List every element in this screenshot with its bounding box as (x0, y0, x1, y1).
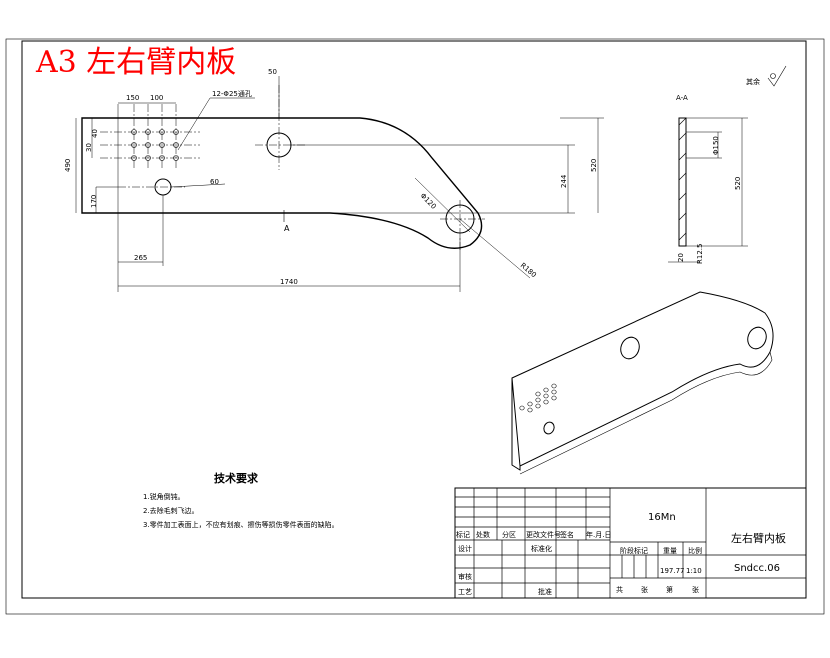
dim-490: 490 (64, 159, 72, 172)
section-profile (678, 117, 687, 247)
tech-item-1: 1.锐角倒钝。 (143, 492, 185, 501)
tb-sheets: 张 (641, 585, 648, 594)
dim-phi120: Φ120 (419, 192, 438, 211)
iso-pivot-hole (747, 326, 767, 350)
title-block: 标记 处数 分区 更改文件号 签名 年.月.日 设计 标准化 审核 工艺 批准 … (454, 487, 807, 599)
dim-60: 60 (210, 178, 219, 186)
roughness-note: 其余 (746, 77, 760, 86)
dim-170: 170 (90, 195, 98, 208)
tb-weight: 197.77 (660, 567, 685, 575)
iso-plate-bottom-edge (519, 351, 773, 475)
main-view: 150 100 12-Φ25通孔 50 490 40 30 170 60 244… (64, 68, 604, 292)
tech-requirements: 技术要求 1.锐角倒钝。 2.去除毛刺飞边。 3.零件加工表面上，不应有划痕、擦… (143, 471, 339, 529)
isometric-view (511, 291, 774, 475)
sec-height: 520 (734, 177, 742, 190)
tb-mark: 标记 (456, 530, 470, 539)
tb-page: 第 (666, 585, 673, 594)
tb-sheets-total: 共 (616, 585, 623, 594)
tb-material: 16Mn (648, 512, 676, 523)
cut-marker: A (284, 224, 290, 233)
plate-outline (81, 117, 483, 249)
roughness-symbol (767, 65, 787, 87)
tb-weight-label: 重量 (663, 547, 677, 555)
tb-zone: 分区 (502, 530, 516, 539)
dim-1740: 1740 (280, 278, 298, 286)
dim-520: 520 (590, 159, 598, 172)
dim-244: 244 (560, 174, 568, 188)
hole-grid (100, 104, 200, 170)
iso-plate-edge (511, 378, 521, 471)
outer-frame (5, 38, 825, 615)
tb-approve: 批准 (538, 587, 552, 596)
iso-lower-hole (543, 421, 555, 435)
tb-review: 审核 (458, 572, 472, 581)
tb-page-unit: 张 (692, 585, 699, 594)
inner-frame (21, 40, 807, 599)
tb-scale: 1:10 (686, 567, 702, 575)
dim-100: 100 (150, 94, 163, 102)
sec-thickness: 20 (677, 253, 685, 262)
section-view: A-A 520 Φ150 20 R12.5 (668, 94, 748, 264)
tech-item-3: 3.零件加工表面上，不应有划痕、擦伤等损伤零件表面的缺陷。 (143, 520, 339, 529)
dim-50-top: 50 (268, 68, 277, 76)
iso-hole-grid (519, 383, 557, 413)
tb-count: 处数 (476, 530, 490, 539)
tech-heading: 技术要求 (214, 471, 259, 485)
dim-40a: 40 (91, 129, 99, 138)
tb-drawing-no: Sndcc.06 (734, 563, 780, 574)
holes-note: 12-Φ25通孔 (212, 89, 252, 98)
tb-design: 设计 (458, 544, 472, 553)
tb-signature: 签名 (560, 530, 574, 539)
iso-upper-hole (620, 336, 640, 360)
sec-phi: Φ150 (712, 136, 720, 155)
tb-change-doc: 更改文件号 (526, 530, 561, 539)
roughness-circle (770, 73, 776, 79)
tb-scale-label: 比例 (688, 546, 702, 555)
title-block-frame (454, 487, 807, 599)
tb-part-name: 左右臂内板 (731, 531, 786, 545)
tb-stage-mark: 阶段标记 (620, 546, 648, 555)
dim-265: 265 (134, 254, 147, 262)
tb-date: 年.月.日 (586, 530, 611, 539)
tb-standardize: 标准化 (531, 544, 552, 553)
section-label: A-A (676, 94, 688, 102)
tech-item-2: 2.去除毛刺飞边。 (143, 506, 199, 515)
dim-150: 150 (126, 94, 139, 102)
sheet-title: A3 左右臂内板 (35, 45, 236, 80)
tb-process: 工艺 (458, 588, 472, 596)
dim-30: 30 (85, 143, 93, 152)
sec-radius: R12.5 (696, 244, 704, 264)
iso-plate-face (511, 291, 774, 467)
